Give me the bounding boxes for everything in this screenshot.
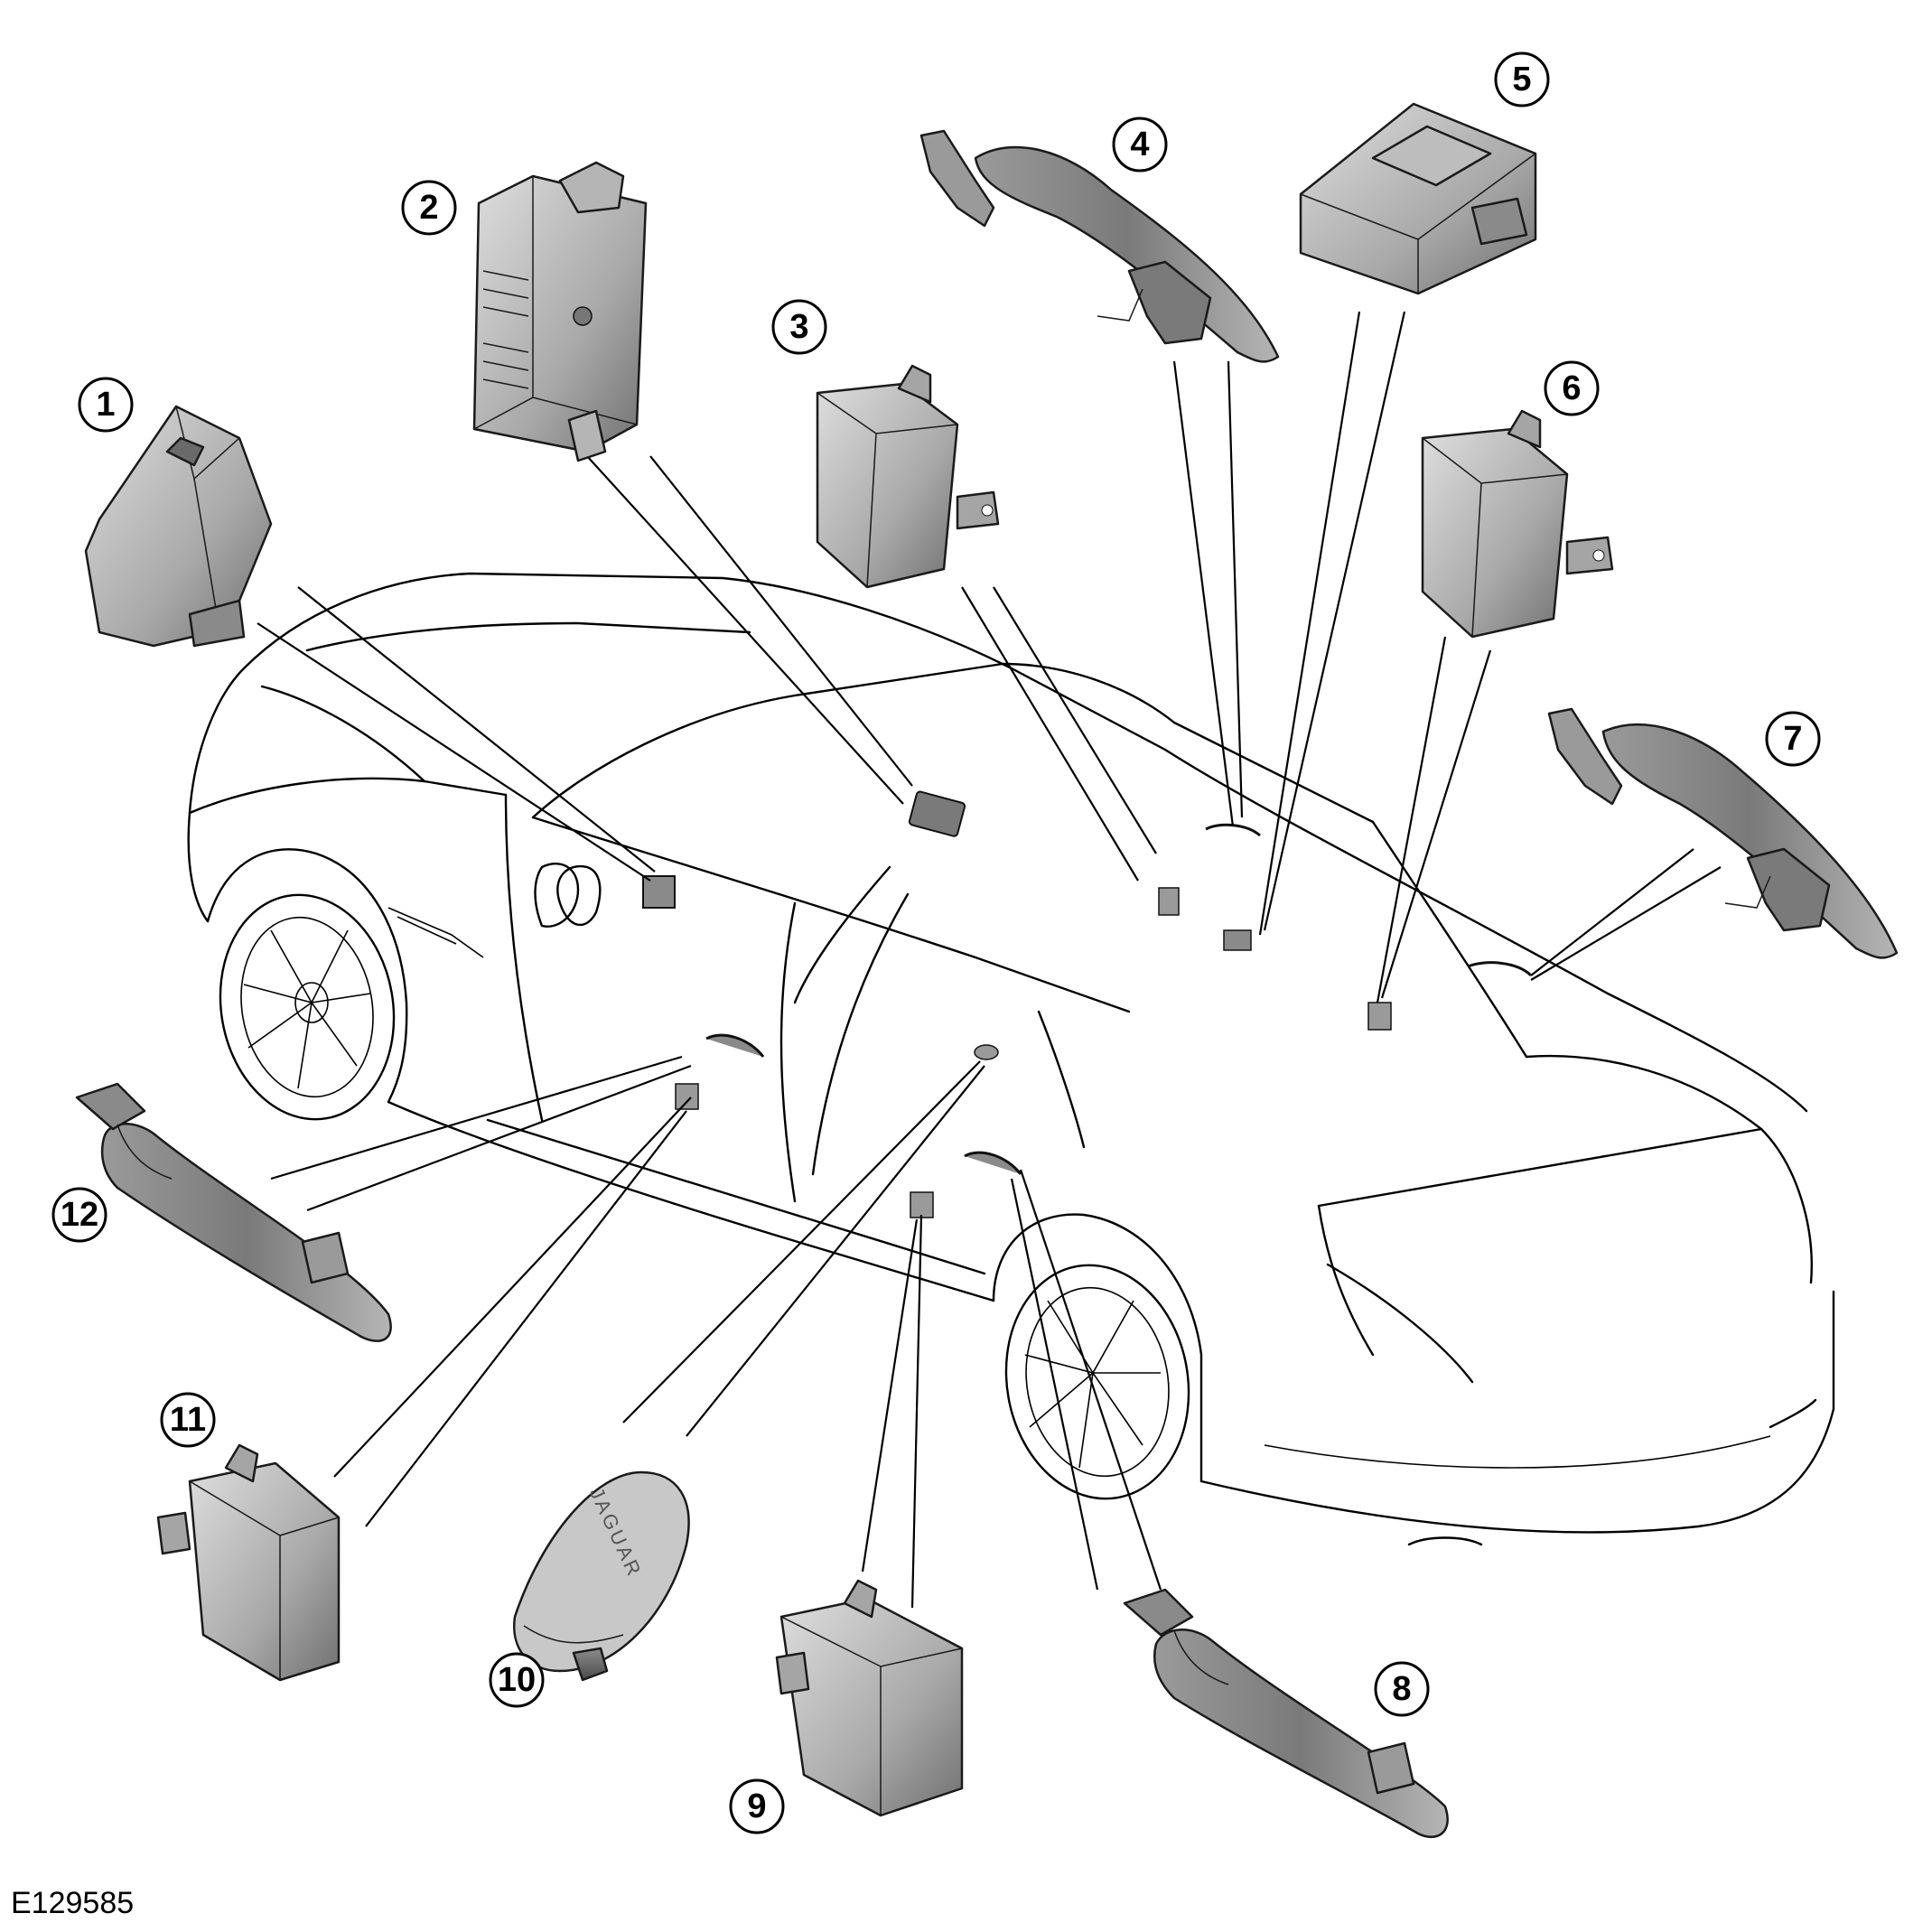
component-6-receiver-module (1421, 409, 1614, 639)
callout-11: 11 (160, 1392, 216, 1448)
callout-3-label: 3 (789, 308, 808, 346)
callout-4: 4 (1112, 117, 1168, 173)
component-11-module (156, 1443, 341, 1682)
component-4-door-handle (919, 129, 1280, 363)
component-10-key-fob: JAGUAR (513, 1470, 690, 1682)
installed-component-markers (642, 790, 1533, 1218)
component-3-receiver-module (816, 364, 1000, 589)
component-2-control-module (472, 161, 648, 462)
callout-5: 5 (1494, 51, 1550, 107)
callout-10-label: 10 (498, 1661, 536, 1699)
callout-7-label: 7 (1783, 720, 1802, 758)
component-1-module (84, 405, 273, 648)
callout-3: 3 (771, 299, 827, 355)
component-5-module (1299, 102, 1537, 295)
callout-1: 1 (78, 377, 134, 433)
vehicle-outline (187, 572, 1835, 1546)
component-12-door-handle (75, 1082, 392, 1342)
callout-1-label: 1 (96, 386, 115, 424)
callout-9: 9 (729, 1778, 785, 1834)
callout-12-label: 12 (61, 1196, 98, 1234)
callout-11-label: 11 (170, 1401, 206, 1439)
callout-6: 6 (1544, 360, 1600, 416)
component-7-door-handle (1547, 707, 1899, 959)
rear-wheel-spokes (1024, 1300, 1161, 1469)
callout-9-label: 9 (747, 1787, 766, 1825)
callout-2: 2 (401, 180, 457, 236)
callout-4-label: 4 (1130, 126, 1149, 163)
callout-12: 12 (51, 1187, 107, 1243)
callout-8: 8 (1374, 1661, 1430, 1717)
figure-reference-label: E129585 (11, 1886, 135, 1920)
callout-6-label: 6 (1562, 369, 1581, 407)
callout-10: 10 (489, 1652, 545, 1708)
leader-lines (257, 311, 1722, 1609)
callout-8-label: 8 (1392, 1670, 1411, 1708)
callout-2-label: 2 (419, 189, 438, 227)
front-wheel-spokes (243, 929, 371, 1089)
callout-7: 7 (1765, 711, 1821, 767)
callout-5-label: 5 (1512, 61, 1531, 98)
component-9-module (775, 1579, 964, 1817)
component-8-door-handle (1123, 1588, 1449, 1838)
